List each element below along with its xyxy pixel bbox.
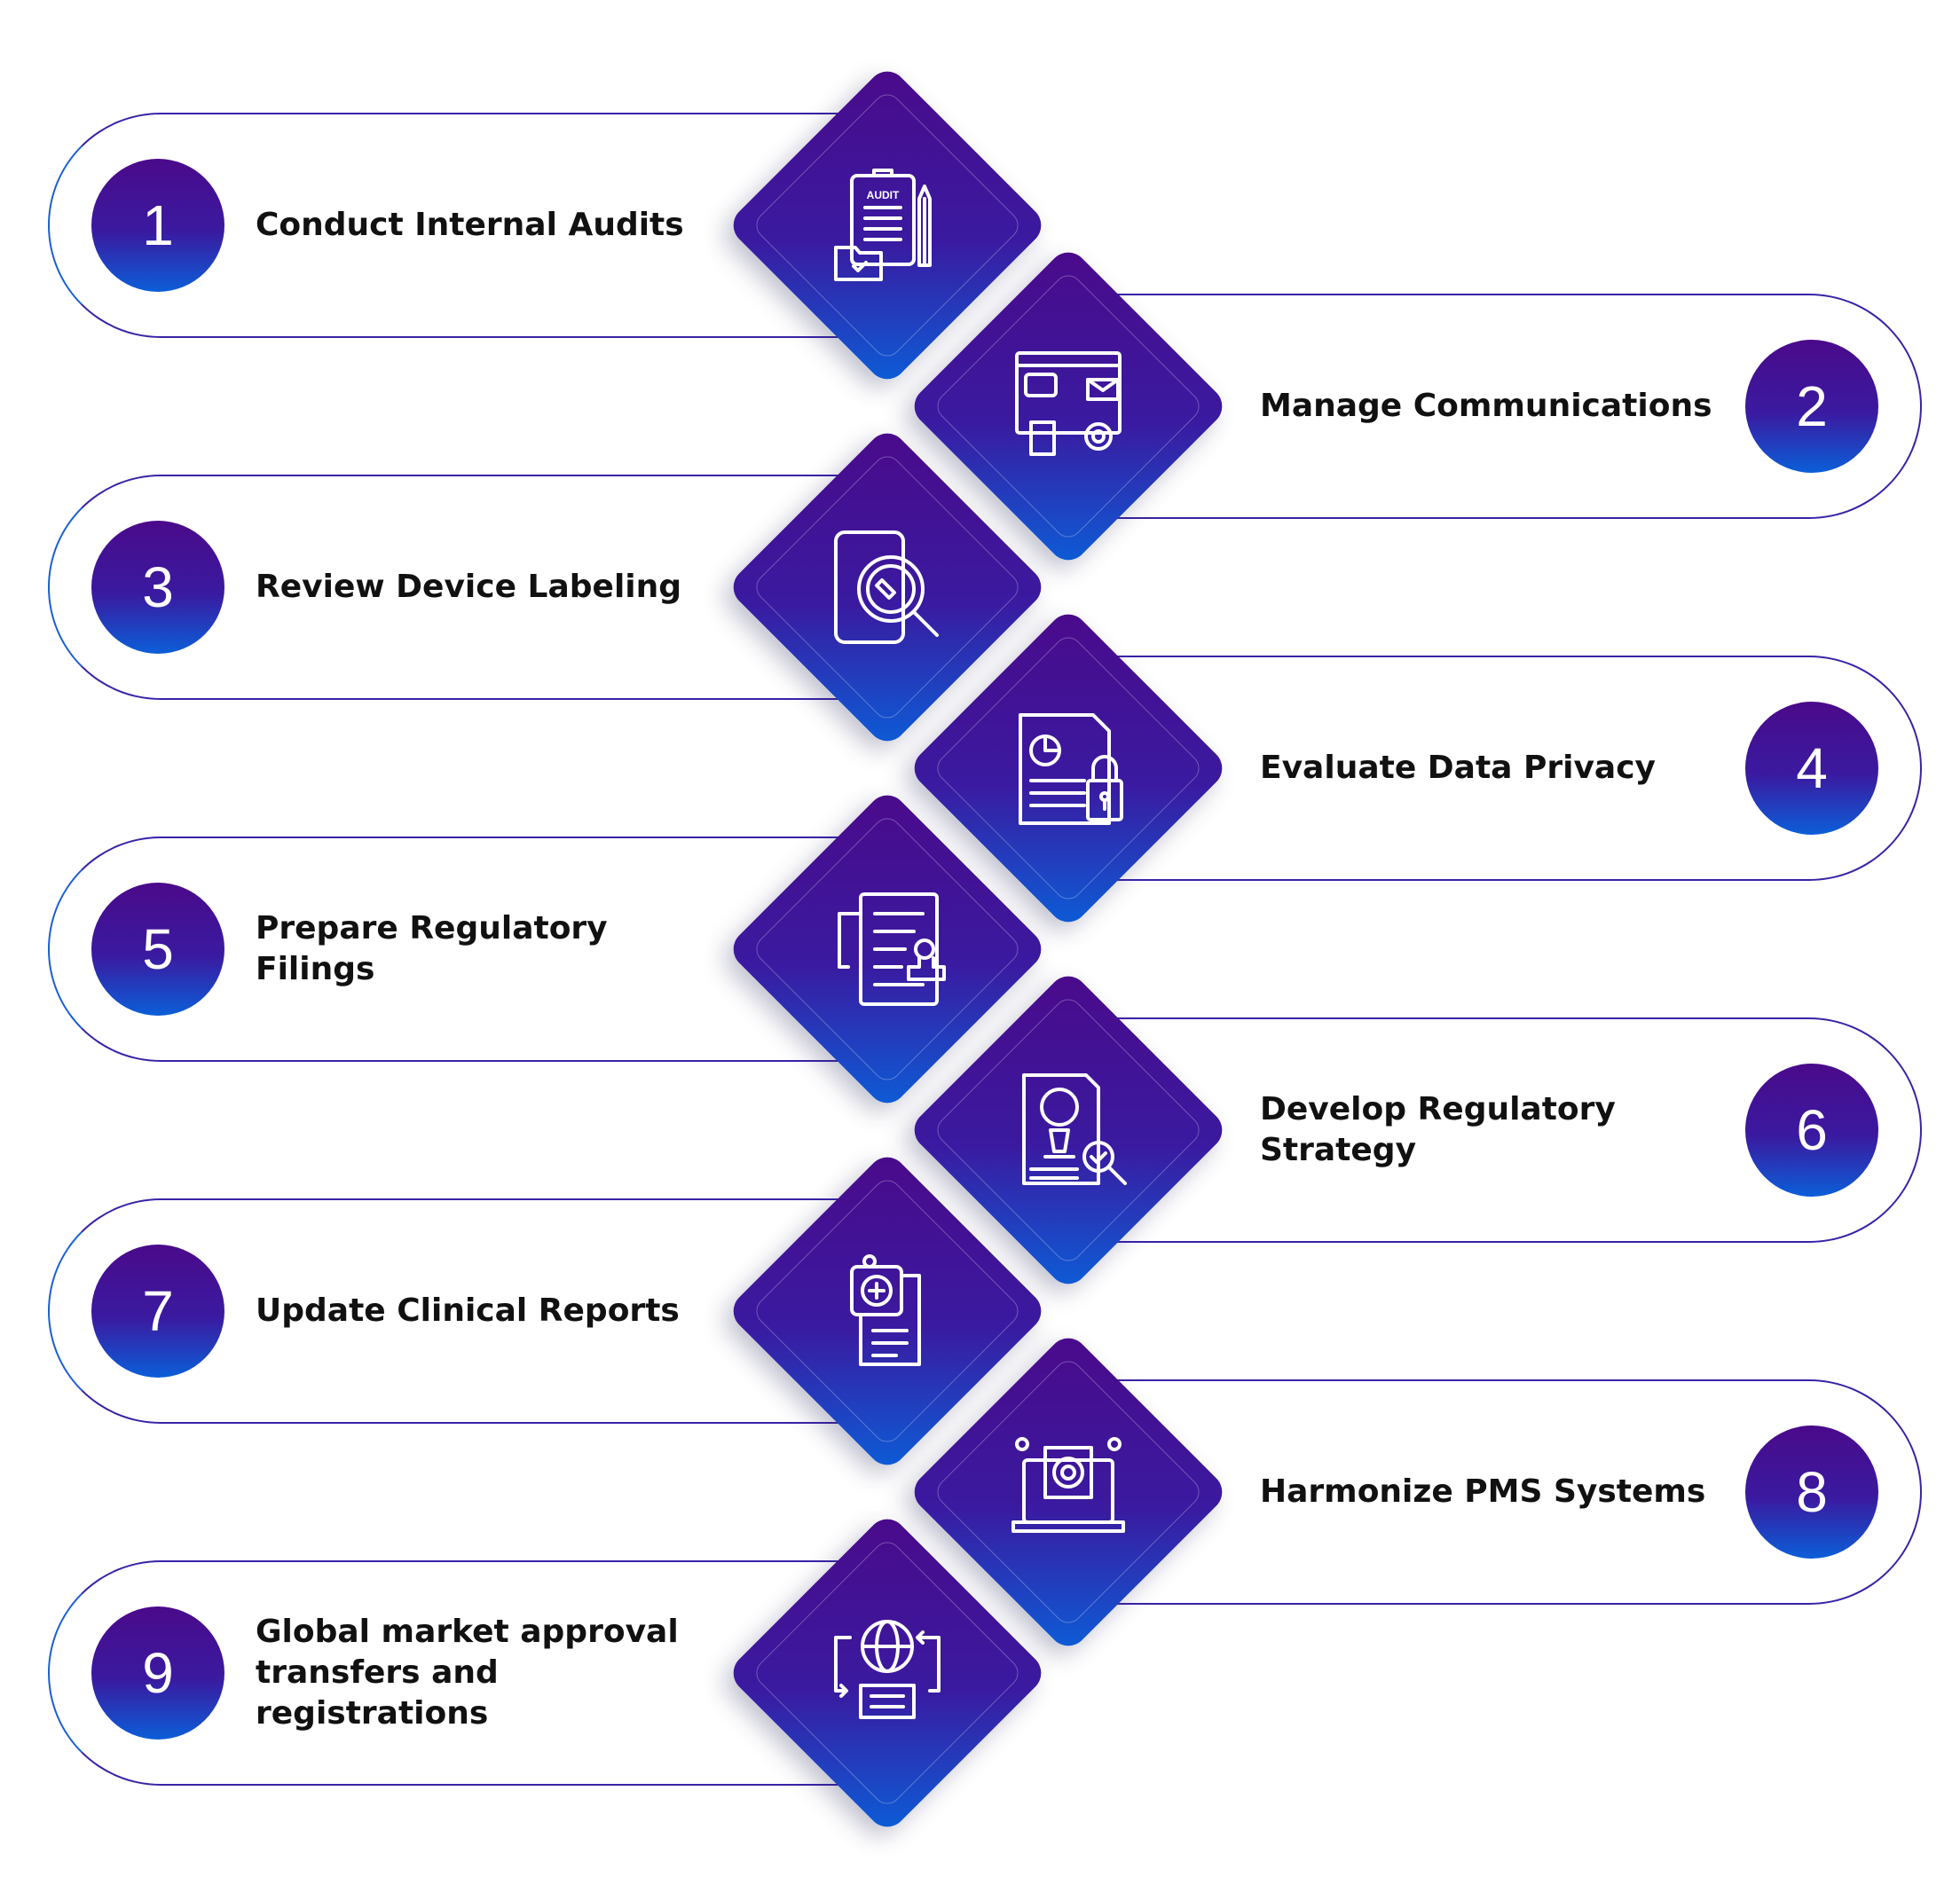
step-label: Evaluate Data Privacy xyxy=(1260,750,1657,786)
step-label: Conduct Internal Audits xyxy=(256,207,684,243)
label-search-icon xyxy=(825,525,949,649)
step-number-badge: 8 xyxy=(1745,1426,1878,1559)
pms-laptop-icon xyxy=(1006,1430,1130,1554)
step-number-badge: 2 xyxy=(1745,340,1878,473)
step-number-badge: 3 xyxy=(91,521,224,654)
step-number-badge: 6 xyxy=(1745,1064,1878,1197)
audit-clipboard-icon: AUDIT xyxy=(825,163,949,287)
step-number-badge: 7 xyxy=(91,1245,224,1378)
step-label: Update Clinical Reports xyxy=(256,1292,680,1329)
strategy-chess-icon xyxy=(1006,1068,1130,1192)
global-transfer-icon xyxy=(825,1611,949,1735)
svg-text:AUDIT: AUDIT xyxy=(867,189,900,201)
step-number-badge: 5 xyxy=(91,883,224,1016)
step-label: Prepare Regulatory Filings xyxy=(256,910,608,987)
step-label: Develop Regulatory Strategy xyxy=(1260,1091,1616,1168)
clinical-report-icon xyxy=(825,1249,949,1373)
step-label: Manage Communications xyxy=(1260,388,1712,424)
filings-stamp-icon xyxy=(825,887,949,1011)
step-label: Global market approval transfers and reg… xyxy=(256,1614,679,1732)
communications-icon xyxy=(1006,344,1130,468)
step-number-badge: 1 xyxy=(91,159,224,292)
step-number-badge: 4 xyxy=(1745,702,1878,835)
step-label: Review Device Labeling xyxy=(256,569,682,605)
data-privacy-lock-icon xyxy=(1006,706,1130,830)
step-number-badge: 9 xyxy=(91,1606,224,1740)
step-label: Harmonize PMS Systems xyxy=(1260,1473,1706,1510)
